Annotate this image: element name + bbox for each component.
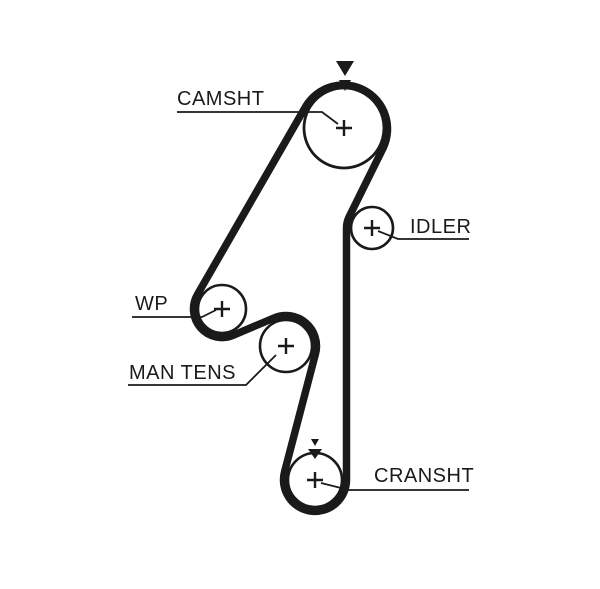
manual-tensioner-cross-icon [278, 338, 294, 354]
timing-belt [189, 81, 392, 516]
idler-label: IDLER [410, 216, 471, 238]
camshaft-label: CAMSHT [177, 88, 264, 110]
water-pump-leader-line [132, 309, 217, 318]
camshaft-timing-mark-large-triangle-icon [336, 61, 354, 76]
crankshaft-cross-icon [307, 472, 323, 488]
water-pump-label: WP [135, 293, 168, 315]
crankshaft-label: CRANSHT [374, 465, 474, 487]
camshaft-cross-icon [336, 120, 352, 136]
manual-tensioner-leader-line [128, 354, 277, 386]
manual-tensioner-label: MAN TENS [129, 362, 236, 384]
camshaft-leader-line [177, 111, 339, 125]
crankshaft-timing-mark-large-triangle-icon [308, 449, 322, 459]
water-pump-cross-icon [214, 301, 230, 317]
idler-leader-line [377, 230, 469, 240]
crankshaft-leader-line [320, 482, 469, 491]
idler-cross-icon [364, 220, 380, 236]
camshaft-timing-mark-small-triangle-icon [339, 80, 351, 91]
crankshaft-timing-mark-small-triangle-icon [311, 439, 319, 446]
